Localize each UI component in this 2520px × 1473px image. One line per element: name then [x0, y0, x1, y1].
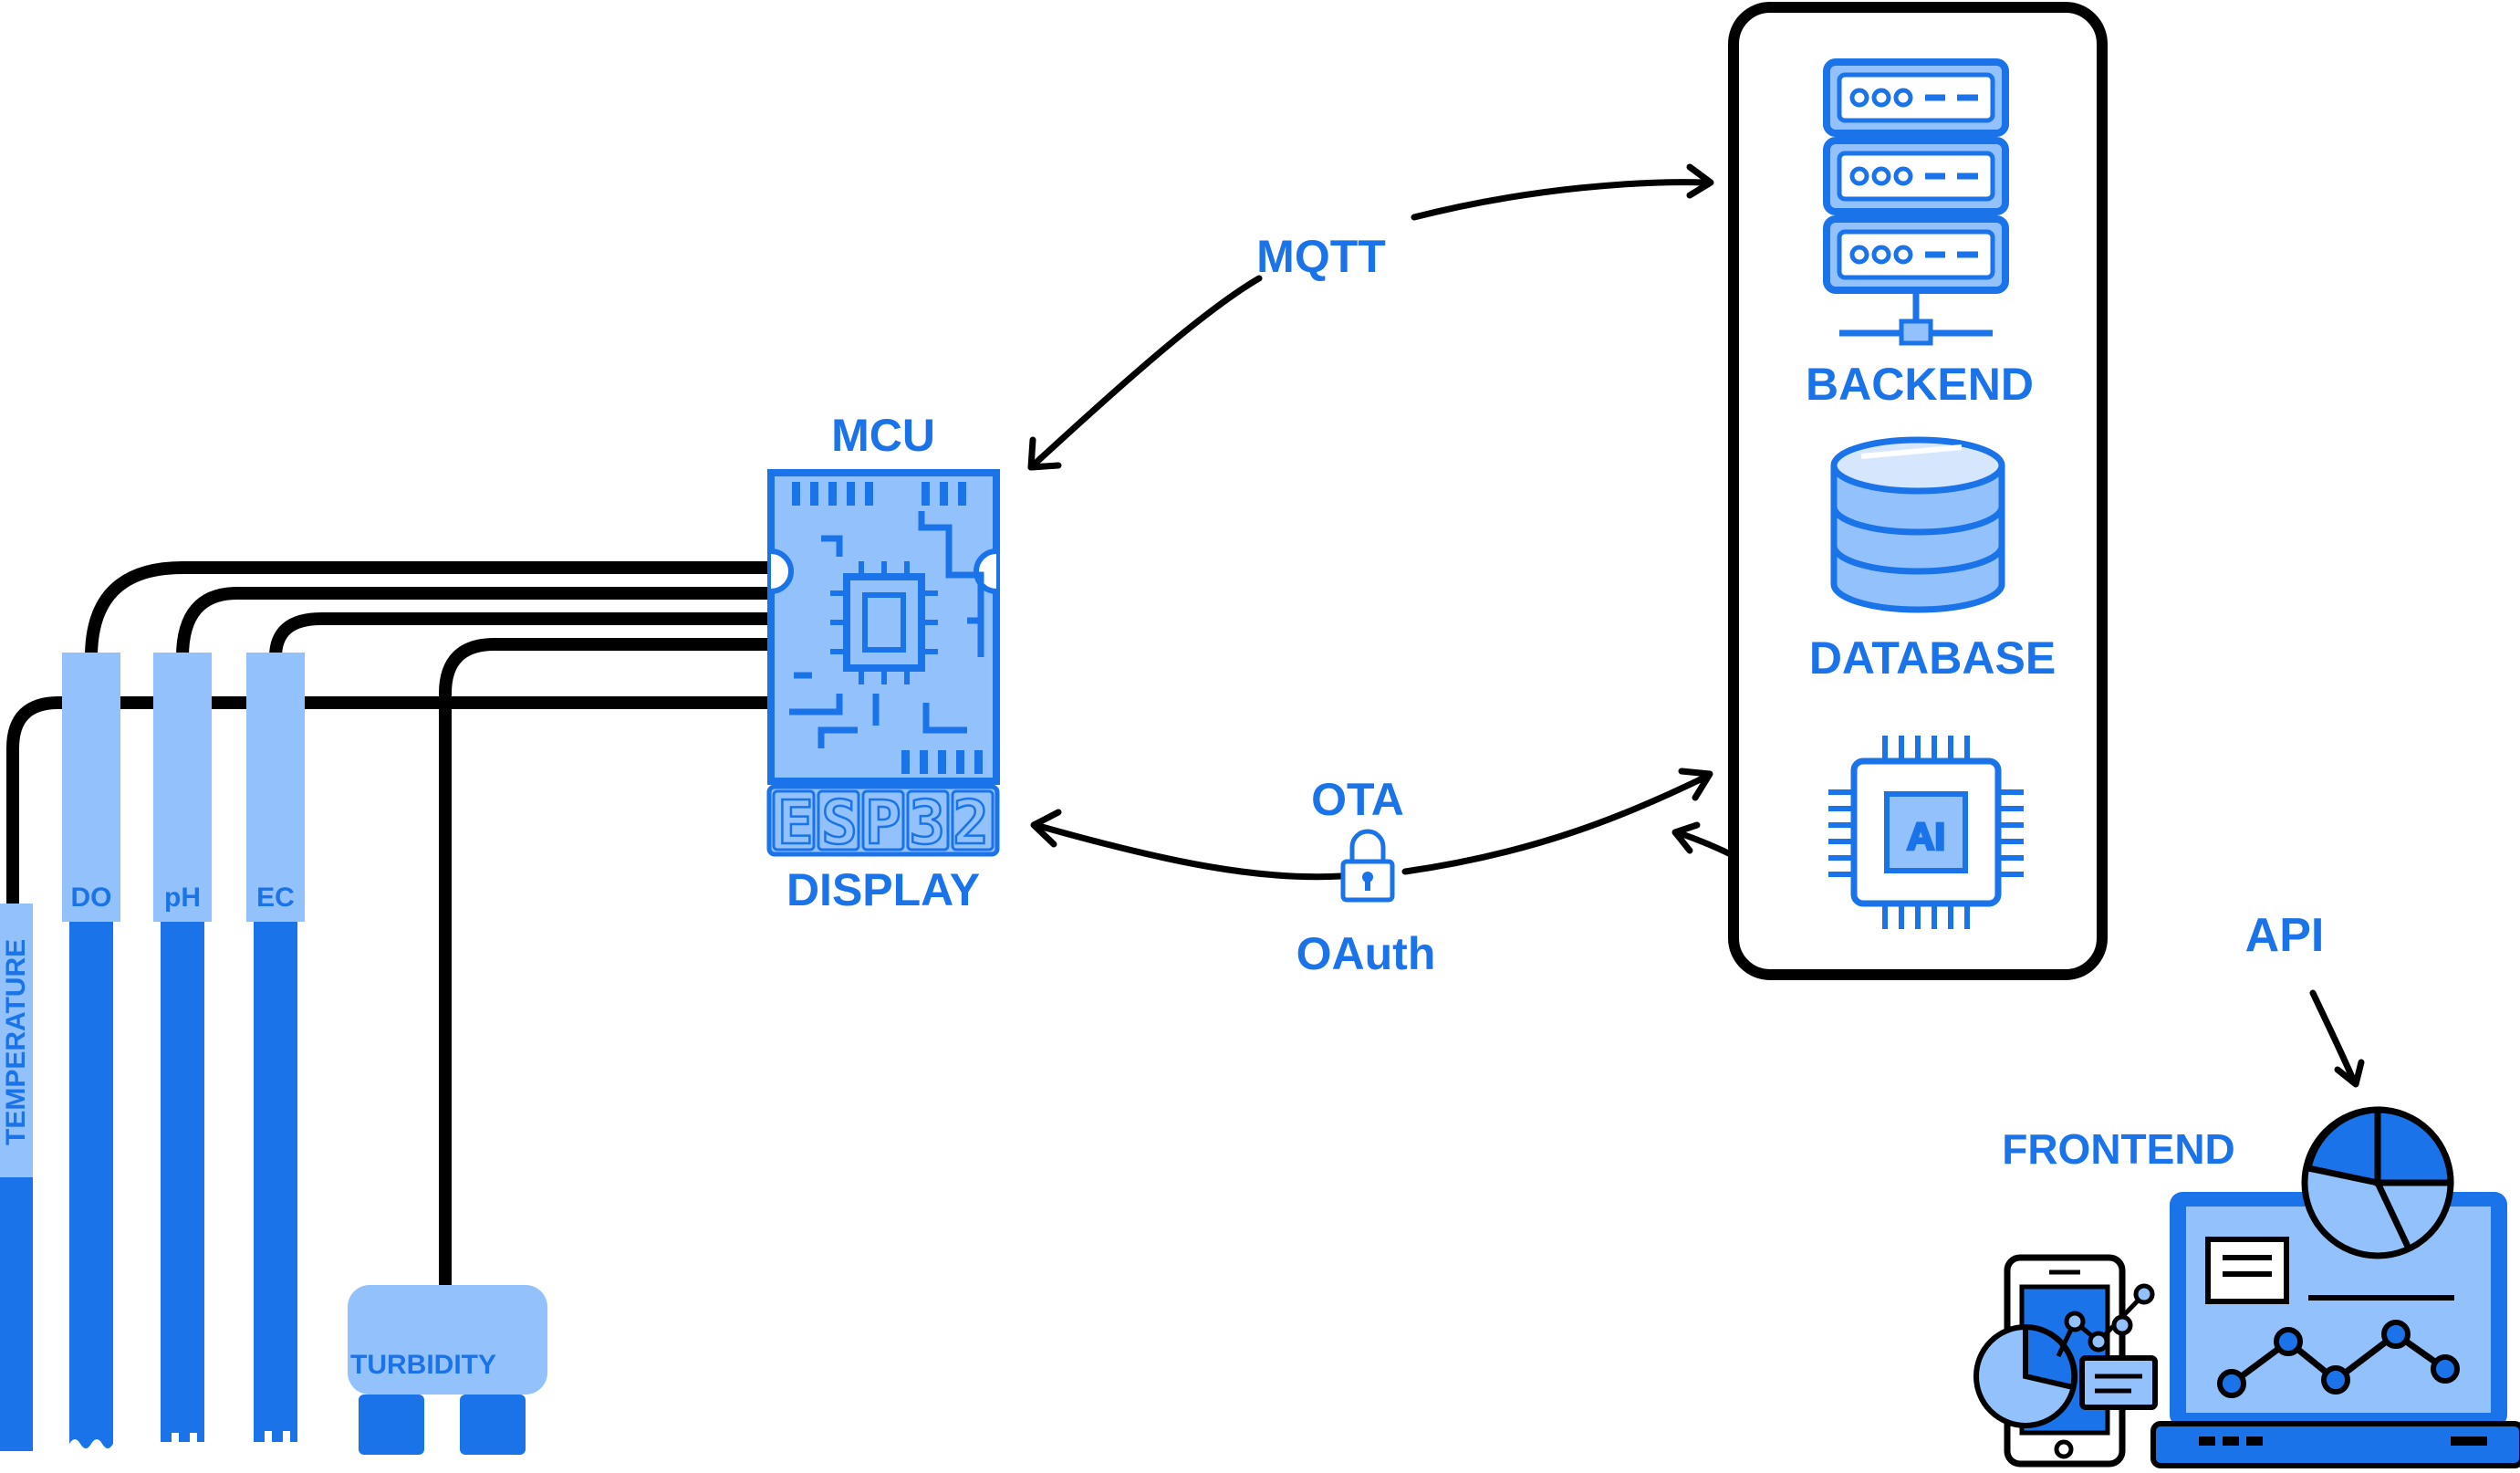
wire-ec: [269, 612, 777, 663]
database-icon: [1830, 436, 2005, 613]
pie-chart-icon: [2301, 1106, 2454, 1259]
seven-segment-display-icon: ESP32: [766, 784, 1000, 859]
ai-chip-icon: AI: [1828, 736, 2024, 929]
turbidity-label: TURBIDITY: [350, 1350, 496, 1380]
mqtt-arrow: [1027, 163, 1714, 471]
probe-do: DO: [62, 653, 120, 1448]
backend-label: BACKEND: [1806, 359, 2034, 410]
probe-ec: EC: [246, 653, 305, 1442]
ota-label: OTA: [1311, 774, 1404, 825]
probe-ph: pH: [153, 653, 212, 1442]
mcu-label: MCU: [831, 410, 935, 461]
do-label: DO: [71, 883, 112, 913]
server-icon: [1823, 58, 2009, 346]
ai-chip-label: AI: [1907, 815, 1945, 858]
oauth-label: OAuth: [1296, 928, 1436, 979]
frontend-label: FRONTEND: [2002, 1125, 2235, 1173]
ota-arrow: [1030, 768, 1713, 881]
wire-ph: [176, 587, 777, 663]
probe-temperature: TEMPERATURE: [0, 904, 33, 1451]
wire-do: [85, 561, 777, 663]
wire-temperature: [6, 696, 777, 910]
mqtt-label: MQTT: [1256, 231, 1386, 282]
laptop-dashboard-icon: [2150, 1192, 2520, 1468]
smartphone-icon: [1973, 1254, 2158, 1468]
probe-turbidity: TURBIDITY: [348, 1285, 547, 1455]
sensor-wires: [6, 561, 777, 1302]
lock-icon: [1340, 829, 1395, 903]
display-label: DISPLAY: [786, 864, 980, 915]
ph-label: pH: [164, 883, 201, 913]
temperature-label: TEMPERATURE: [1, 939, 31, 1145]
chip-icon: [767, 469, 1000, 785]
database-label: DATABASE: [1809, 632, 2056, 684]
display-segments-text: ESP32: [777, 788, 989, 858]
wire-turbidity: [439, 638, 777, 1302]
ec-label: EC: [256, 883, 295, 913]
api-label: API: [2245, 909, 2325, 962]
